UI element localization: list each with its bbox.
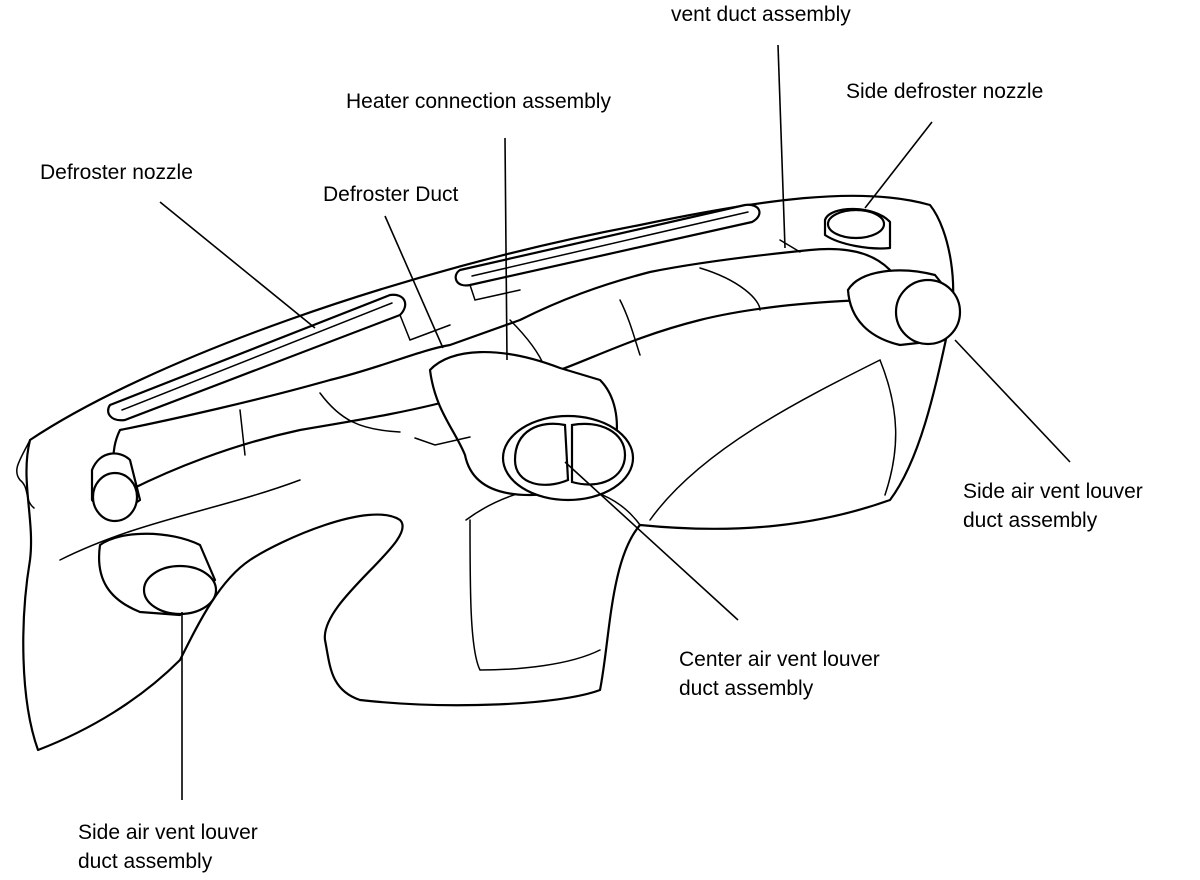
- side-vent-right: [846, 269, 962, 347]
- leader-heater: [504, 137, 508, 361]
- side-vent-left: [97, 532, 218, 617]
- label-line: duct assembly: [78, 850, 213, 873]
- label-line: Side air vent louver: [78, 821, 258, 844]
- defroster-nozzle-right: [454, 203, 761, 301]
- label-side-vent-left: Side air vent louver duct assembly: [78, 818, 258, 876]
- label-defroster-duct: Defroster Duct: [323, 180, 458, 209]
- leader-defroster-duct: [384, 215, 444, 349]
- leader-lines: [159, 44, 1071, 800]
- label-line: Center air vent louver: [679, 648, 880, 671]
- leader-side-right: [954, 339, 1071, 463]
- label-line: Heater connection assembly: [346, 90, 611, 113]
- label-line: vent duct assembly: [671, 3, 851, 26]
- leader-side-defroster: [864, 121, 933, 209]
- leader-vent-duct: [777, 44, 786, 249]
- leader-defroster-nozzle: [159, 201, 316, 329]
- label-side-defroster-nozzle: Side defroster nozzle: [846, 77, 1043, 106]
- label-center-vent: Center air vent louver duct assembly: [679, 645, 880, 703]
- label-line: duct assembly: [963, 509, 1098, 532]
- center-vent: [414, 350, 635, 502]
- label-vent-duct-assembly: vent duct assembly: [671, 0, 851, 29]
- label-line: Defroster nozzle: [40, 161, 193, 184]
- label-defroster-nozzle: Defroster nozzle: [40, 158, 193, 187]
- label-line: Side defroster nozzle: [846, 80, 1044, 103]
- leader-center: [564, 461, 739, 621]
- label-line: Side air vent louver: [963, 480, 1143, 503]
- label-line: Defroster Duct: [323, 183, 459, 206]
- label-line: duct assembly: [679, 677, 814, 700]
- label-heater-connection-assembly: Heater connection assembly: [346, 87, 611, 116]
- side-defroster-nozzle: [823, 207, 892, 250]
- side-vent-left-upper: [90, 452, 142, 523]
- label-side-vent-right: Side air vent louver duct assembly: [963, 477, 1143, 535]
- defroster-nozzle-left: [107, 293, 451, 422]
